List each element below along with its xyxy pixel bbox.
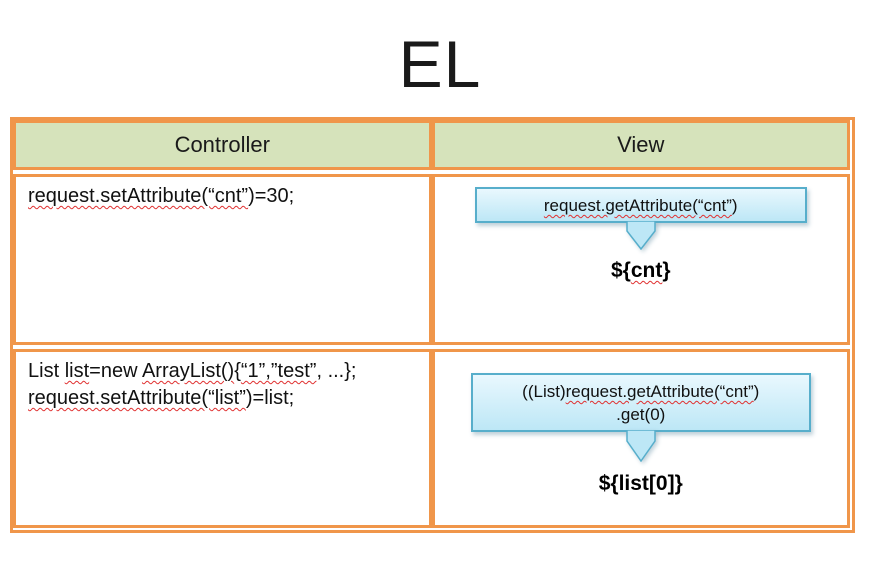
row1-el-expression: ${cnt} — [611, 259, 671, 283]
table-grid: Controller View request.setAttribute(“cn… — [13, 120, 850, 528]
column-header-controller: Controller — [13, 120, 432, 170]
code-line: request.setAttribute(“list”)=list; — [28, 385, 417, 412]
column-header-view-label: View — [617, 132, 665, 157]
code-text-segment: )=list; — [245, 387, 295, 409]
code-text-segment: request.setAttribute(“list” — [28, 387, 246, 409]
callout-text-line: ((List)request.getAttribute(“cnt”) — [481, 380, 801, 403]
el-comparison-table: Controller View request.setAttribute(“cn… — [10, 117, 855, 533]
callout-text-line: request.getAttribute(“cnt”) — [485, 194, 797, 217]
row2-callout: ((List)request.getAttribute(“cnt”) .get(… — [470, 373, 811, 432]
column-header-controller-label: Controller — [174, 132, 270, 157]
row1-callout: request.getAttribute(“cnt”) — [474, 187, 807, 223]
code-text-segment: ) — [753, 382, 760, 401]
page-title: EL — [398, 27, 482, 101]
code-line: request.setAttribute(“cnt”)=30; — [28, 183, 417, 210]
code-text-segment: .get(0) — [616, 405, 666, 424]
callout-text-line: .get(0) — [481, 403, 801, 426]
code-text-segment: { — [234, 360, 241, 382]
down-arrow-icon — [626, 430, 656, 462]
code-text-segment: ArrayList() — [141, 360, 235, 382]
code-text-segment: request.setAttribute(“cnt” — [28, 185, 249, 207]
code-text-segment: )=30; — [248, 185, 295, 207]
code-text-segment: “1”,”test” — [240, 360, 317, 382]
code-text-segment: ${ — [610, 259, 631, 282]
code-text-segment: List — [28, 360, 65, 382]
row2-el-expression: ${list[0]} — [599, 472, 683, 496]
code-text-segment: ) — [731, 196, 738, 215]
row1-controller-cell: request.setAttribute(“cnt”)=30; — [13, 174, 432, 345]
row1-view-cell: request.getAttribute(“cnt”) ${cnt} — [431, 174, 850, 345]
down-arrow-icon — [626, 221, 656, 250]
code-text-segment: cnt — [630, 259, 663, 282]
code-text-segment: request.getAttribute(“cnt” — [565, 382, 754, 401]
code-text-segment: , ...}; — [316, 360, 357, 382]
code-text-segment: list — [64, 360, 90, 382]
row2-controller-cell: List list=new ArrayList(){“1”,”test”, ..… — [13, 349, 432, 528]
column-header-view: View — [431, 120, 850, 170]
code-text-segment: =new — [89, 360, 142, 382]
code-line: List list=new ArrayList(){“1”,”test”, ..… — [28, 358, 417, 385]
row2-view-cell: ((List)request.getAttribute(“cnt”) .get(… — [431, 349, 850, 528]
code-text-segment: ((List) — [522, 382, 566, 401]
code-text-segment: } — [662, 259, 671, 282]
code-text-segment: request.getAttribute(“cnt” — [543, 196, 732, 215]
code-text-segment: ${list[0]} — [598, 472, 683, 495]
